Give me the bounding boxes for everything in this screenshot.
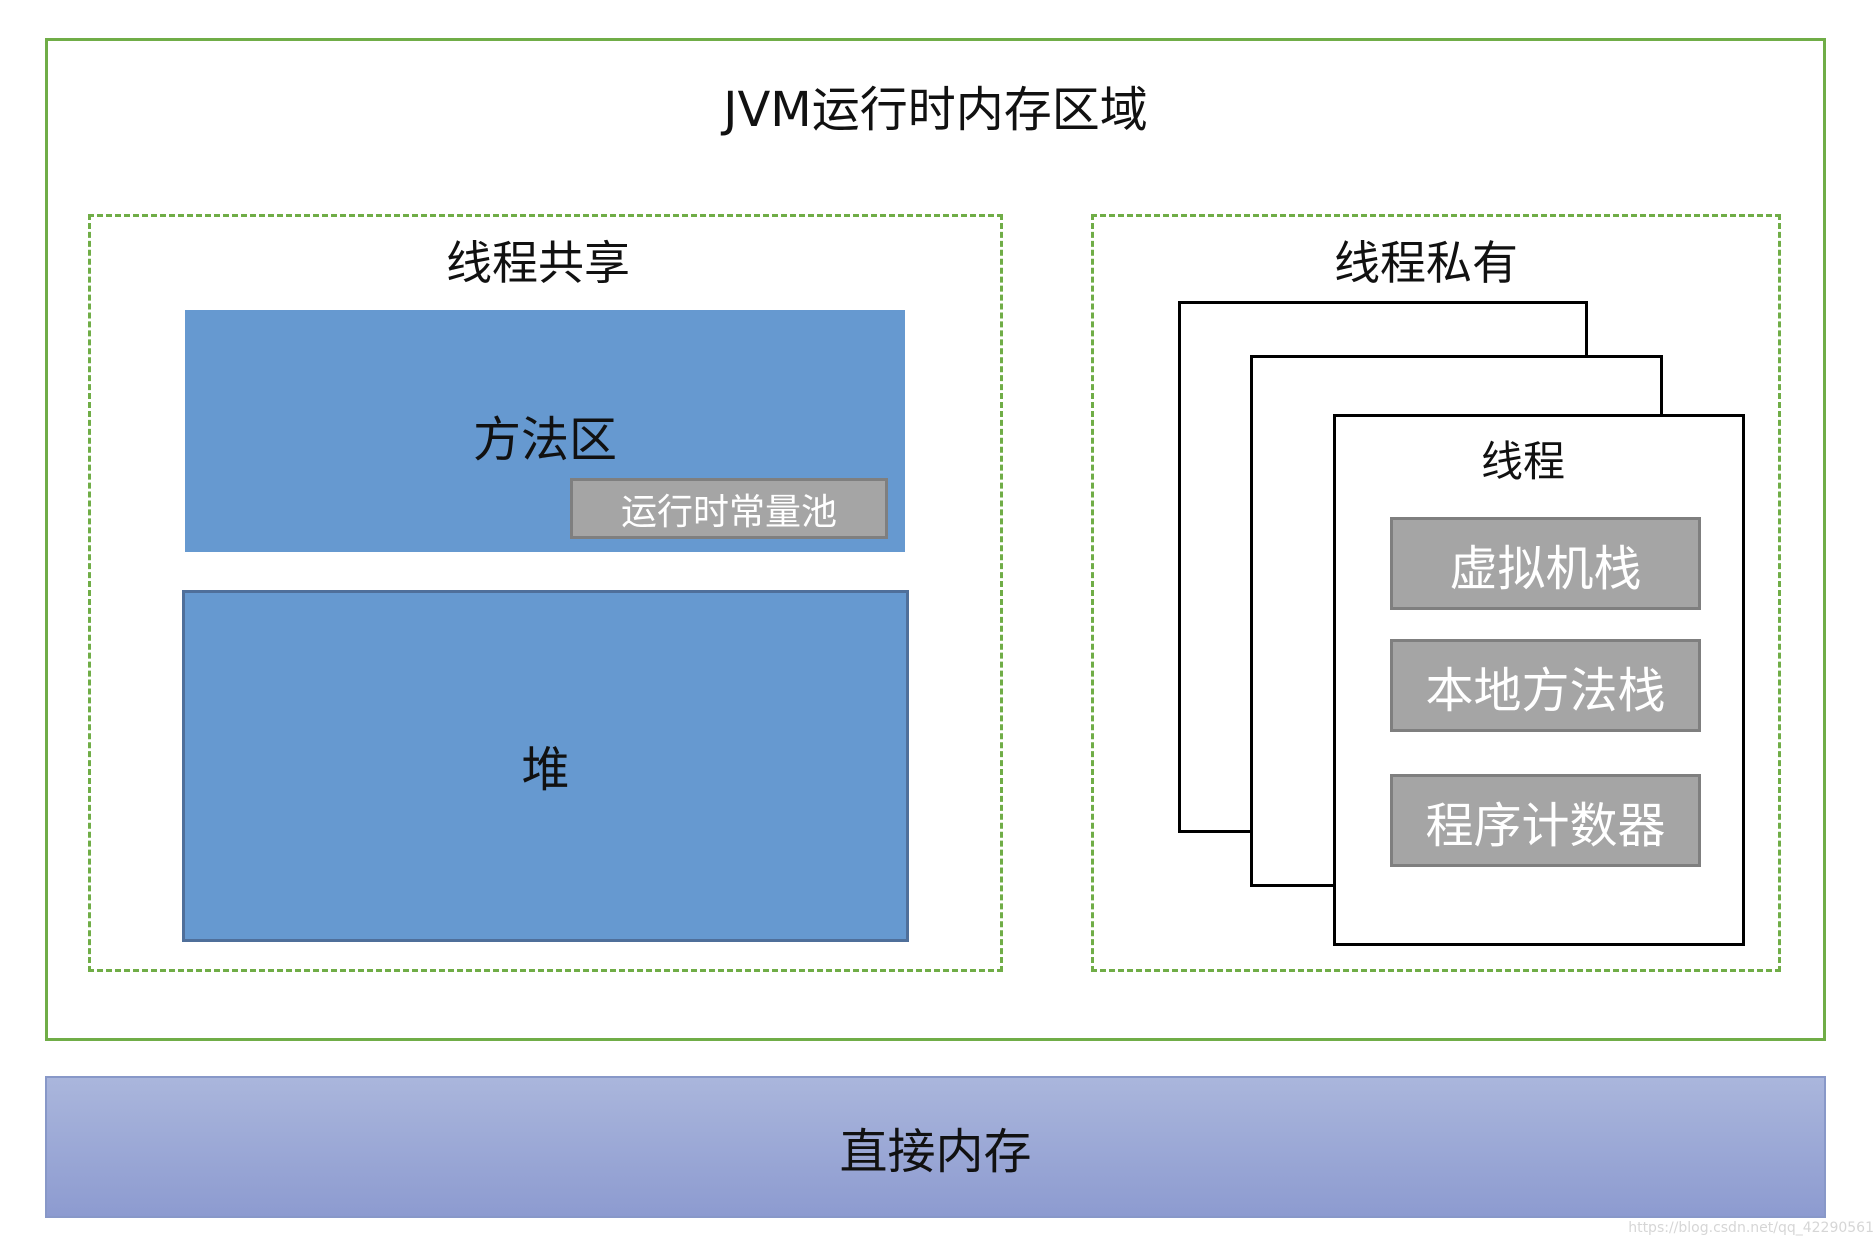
method-area-label: 方法区: [472, 412, 617, 468]
thread-shared-title: 线程共享: [446, 236, 630, 290]
heap-block: [182, 590, 909, 942]
watermark-text: https://blog.csdn.net/qq_42290561: [1628, 1220, 1874, 1236]
thread-shared-region: [88, 214, 1003, 972]
direct-memory-block: 直接内存: [45, 1076, 1826, 1218]
heap-label: 堆: [521, 742, 570, 798]
program-counter-box: 程序计数器: [1390, 774, 1701, 867]
thread-private-title: 线程私有: [1334, 236, 1518, 290]
vm-stack-box: 虚拟机栈: [1390, 517, 1701, 610]
runtime-constant-pool-box: 运行时常量池: [570, 478, 888, 539]
thread-private-region: [1091, 214, 1781, 972]
thread-label: 线程: [1480, 436, 1565, 486]
jvm-runtime-area-frame: [45, 38, 1826, 1041]
jvm-runtime-title: JVM运行时内存区域: [723, 82, 1148, 138]
native-method-stack-box: 本地方法栈: [1390, 639, 1701, 732]
